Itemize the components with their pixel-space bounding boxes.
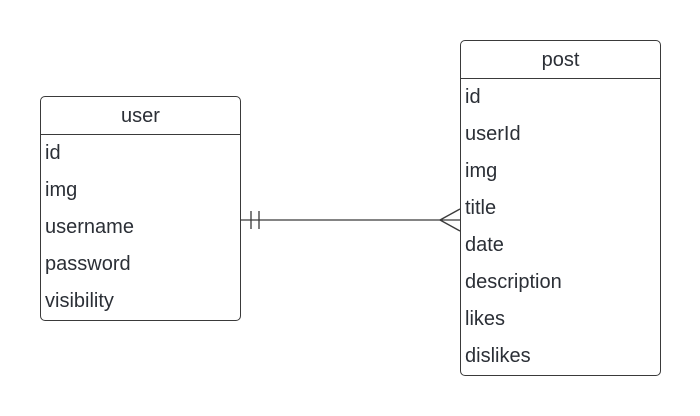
crowfoot-upper-prong [439,208,461,221]
post-entity[interactable]: post id userId img title date descriptio… [460,40,661,376]
user-entity-title: user [41,97,240,135]
user-field-password: password [45,253,131,275]
user-field-img: img [45,179,78,201]
post-field-img: img [465,160,498,182]
user-field-list: id img username password visibility [41,135,240,320]
post-field-likes: likes [465,308,506,330]
user-field-username: username [45,216,134,238]
post-field-description: description [465,271,562,293]
crowfoot-lower-prong [439,219,461,232]
user-entity[interactable]: user id img username password visibility [40,96,241,321]
post-field-title: title [465,197,497,219]
user-field-id: id [45,142,61,164]
post-field-dislikes: dislikes [465,345,531,367]
user-field-visibility: visibility [45,290,114,312]
post-field-userid: userId [465,123,521,145]
post-field-list: id userId img title date description lik… [461,79,660,375]
post-field-id: id [465,86,481,108]
post-field-date: date [465,234,504,256]
post-entity-title: post [461,41,660,79]
